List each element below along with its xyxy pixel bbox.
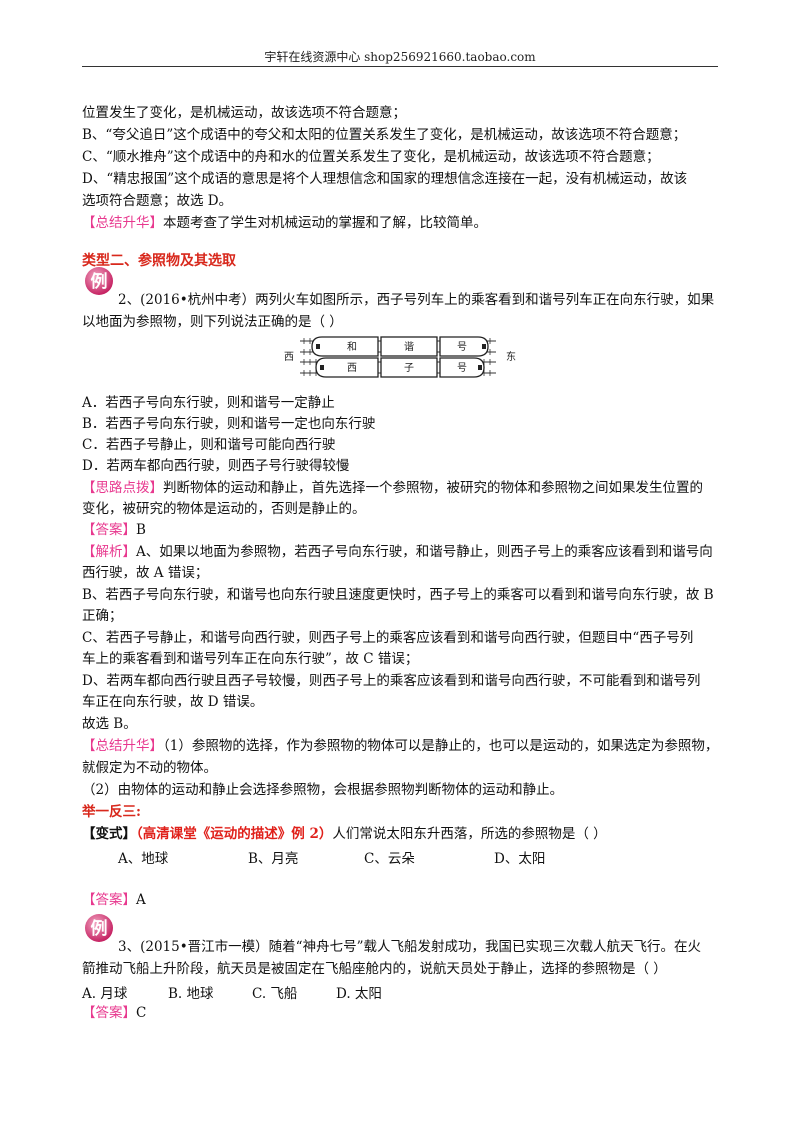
answer-value: B bbox=[136, 522, 146, 538]
q2-analysis-line-4: 正确； bbox=[82, 608, 123, 624]
west-label: 西 bbox=[284, 352, 294, 363]
q3-line-1: 3、(2015•晋江市一模）随着“神舟七号”载人飞船发射成功，我国已实现三次载人… bbox=[118, 939, 701, 955]
q2-summary-line-2: 就假定为不动的物体。 bbox=[82, 760, 217, 776]
practice-option-d: D、太阳 bbox=[494, 851, 546, 867]
q2-analysis-line-6: 车上的乘客看到和谐号列车正在向东行驶”，故 C 错误； bbox=[82, 651, 419, 667]
variant-tag: 【变式】 bbox=[82, 826, 136, 842]
q2-analysis-line-3: B、若西子号向东行驶，和谐号也向东行驶且速度更快时，西子号上的乘客可以看到和谐号… bbox=[82, 587, 714, 603]
top-car-3 bbox=[439, 336, 489, 357]
q2-analysis-line-7: D、若两车都向西行驶且西子号较慢，则西子号上的乘客应该看到和谐号向西行驶，不可能… bbox=[82, 673, 701, 689]
example-badge-icon: 例 bbox=[85, 914, 113, 942]
q2-summary-text-1: （1）参照物的选择，作为参照物的物体可以是静止的，也可以是运动的，如果选定为参照… bbox=[163, 738, 719, 754]
practice-title: 举一反三: bbox=[82, 804, 141, 820]
q2-analysis-line-1: 【解析】A、如果以地面为参照物，若西子号向东行驶，和谐号静止，则西子号上的乘客应… bbox=[82, 543, 713, 561]
example-glyph: 例 bbox=[91, 918, 108, 939]
hint-tag: 【思路点拨】 bbox=[82, 480, 163, 496]
hint-text-1: 判断物体的运动和静止，首先选择一个参照物，被研究的物体和参照物之间如果发生位置的 bbox=[163, 480, 703, 496]
q2-hint-line-2: 变化，被研究的物体是运动的，否则是静止的。 bbox=[82, 501, 366, 517]
top-car-label-3: 号 bbox=[457, 341, 467, 353]
variant-text: 人们常说太阳东升西落，所选的参照物是（ ） bbox=[332, 826, 607, 842]
q2-answer: 【答案】B bbox=[82, 521, 146, 539]
answer-tag: 【答案】 bbox=[82, 522, 136, 538]
bottom-car-label-3: 号 bbox=[457, 362, 467, 374]
q2-summary-tag: 【总结升华】 bbox=[82, 738, 163, 754]
bottom-car-2 bbox=[380, 357, 438, 378]
intro-line-5: 选项符合题意；故选 D。 bbox=[82, 193, 233, 209]
intro-line-2: B、“夸父追日”这个成语中的夸父和太阳的位置关系发生了变化，是机械运动，故该选项… bbox=[82, 127, 687, 143]
practice-option-b: B、月亮 bbox=[248, 851, 299, 867]
section-title: 类型二、参照物及其选取 bbox=[82, 253, 236, 269]
practice-answer-value: A bbox=[136, 892, 146, 908]
bottom-car-1 bbox=[315, 357, 379, 378]
practice-variant: 【变式】（高清课堂《运动的描述》例 2）人们常说太阳东升西落，所选的参照物是（ … bbox=[82, 825, 607, 843]
q2-summary-line-3: （2）由物体的运动和静止会选择参照物，会根据参照物判断物体的运动和静止。 bbox=[82, 782, 564, 798]
top-car-2 bbox=[380, 336, 438, 357]
intro-line-3: C、“顺水推舟”这个成语中的舟和水的位置关系发生了变化，是机械运动，故该选项不符… bbox=[82, 149, 660, 165]
practice-option-c: C、云朵 bbox=[364, 851, 415, 867]
example-badge-icon: 例 bbox=[85, 267, 113, 295]
intro-line-4: D、“精忠报国”这个成语的意思是将个人理想信念和国家的理想信念连接在一起，没有机… bbox=[82, 171, 688, 187]
bottom-car-label-1: 西 bbox=[347, 363, 357, 374]
q2-option-c: C．若西子号静止，则和谐号可能向西行驶 bbox=[82, 437, 336, 453]
q3-line-2: 箭推动飞船上升阶段，航天员是被固定在飞船座舱内的，说航天员处于静止，选择的参照物… bbox=[82, 961, 667, 977]
q2-analysis-line-2: 西行驶，故 A 错误； bbox=[82, 565, 209, 581]
practice-answer-tag: 【答案】 bbox=[82, 892, 136, 908]
q2-line-2: 以地面为参照物，则下列说法正确的是（ ） bbox=[82, 314, 343, 330]
practice-answer: 【答案】A bbox=[82, 891, 146, 909]
summary-tag: 【总结升华】 bbox=[82, 215, 163, 231]
q2-hint-line-1: 【思路点拨】判断物体的运动和静止，首先选择一个参照物，被研究的物体和参照物之间如… bbox=[82, 479, 703, 497]
q3-answer-value: C bbox=[136, 1005, 147, 1021]
top-car-label-2: 谐 bbox=[404, 341, 414, 353]
example-glyph: 例 bbox=[91, 271, 108, 292]
q3-answer: 【答案】C bbox=[82, 1004, 146, 1022]
q3-option-b: B. 地球 bbox=[168, 986, 214, 1002]
variant-source: （高清课堂《运动的描述》例 2） bbox=[136, 826, 333, 842]
top-car-1 bbox=[311, 336, 379, 357]
q3-answer-tag: 【答案】 bbox=[82, 1005, 136, 1021]
bottom-car-label-2: 子 bbox=[404, 362, 414, 374]
summary-text: 本题考查了学生对机械运动的掌握和了解，比较简单。 bbox=[163, 215, 487, 231]
q3-option-a: A. 月球 bbox=[82, 986, 128, 1002]
page-header: 宇轩在线资源中心 shop256921660.taobao.com bbox=[264, 50, 536, 64]
q2-option-b: B．若西子号向东行驶，则和谐号一定也向东行驶 bbox=[82, 416, 376, 432]
intro-line-1: 位置发生了变化，是机械运动，故该选项不符合题意； bbox=[82, 105, 406, 121]
q2-option-a: A．若西子号向东行驶，则和谐号一定静止 bbox=[82, 395, 335, 411]
q2-analysis-line-5: C、若西子号静止，和谐号向西行驶，则西子号上的乘客应该看到和谐号向西行驶，但题目… bbox=[82, 630, 694, 646]
bottom-car-3 bbox=[439, 357, 485, 378]
q2-option-d: D．若两车都向西行驶，则西子号行驶得较慢 bbox=[82, 458, 350, 474]
q3-option-c: C. 飞船 bbox=[252, 986, 298, 1002]
train-figure: 西 东 和 谐 号 西 子 号 bbox=[284, 336, 516, 378]
q2-analysis-line-9: 故选 B。 bbox=[82, 716, 137, 732]
header-divider bbox=[82, 66, 718, 67]
intro-summary: 【总结升华】本题考查了学生对机械运动的掌握和了解，比较简单。 bbox=[82, 214, 487, 232]
practice-option-a: A、地球 bbox=[118, 851, 169, 867]
q2-analysis-line-8: 车正在向东行驶，故 D 错误。 bbox=[82, 694, 264, 710]
top-car-label-1: 和 bbox=[347, 341, 357, 353]
q3-option-d: D. 太阳 bbox=[336, 986, 382, 1002]
q2-summary-line-1: 【总结升华】（1）参照物的选择，作为参照物的物体可以是静止的，也可以是运动的，如… bbox=[82, 737, 718, 755]
east-label: 东 bbox=[506, 350, 516, 363]
analysis-text-1: A、如果以地面为参照物，若西子号向东行驶，和谐号静止，则西子号上的乘客应该看到和… bbox=[136, 544, 713, 560]
q2-line-1: 2、(2016•杭州中考）两列火车如图所示，西子号列车上的乘客看到和谐号列车正在… bbox=[118, 292, 715, 308]
analysis-tag: 【解析】 bbox=[82, 544, 136, 560]
